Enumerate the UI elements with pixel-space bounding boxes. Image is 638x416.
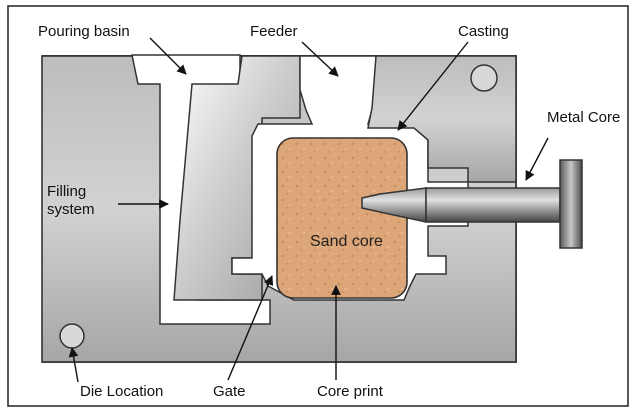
label-sand-core: Sand core (310, 233, 383, 250)
label-casting: Casting (458, 23, 509, 40)
label-metal-core: Metal Core (547, 109, 620, 126)
arrow-pouring-basin (149, 37, 187, 75)
metal-core-cap (559, 159, 583, 249)
label-die-location: Die Location (80, 383, 163, 400)
die-location-hole (59, 323, 85, 349)
arrow-casting (397, 41, 469, 131)
label-core-print: Core print (317, 383, 384, 400)
arrow-gate (227, 275, 274, 381)
arrow-feeder (301, 41, 339, 77)
metal-core-rod (425, 187, 561, 223)
label-feeder: Feeder (250, 23, 298, 40)
arrow-die-location (68, 347, 79, 383)
label-pouring-basin: Pouring basin (38, 23, 130, 40)
die-location-hole-top (470, 64, 498, 92)
arrow-metal-core (525, 137, 549, 181)
sand-core (276, 137, 408, 299)
label-gate: Gate (213, 383, 246, 400)
